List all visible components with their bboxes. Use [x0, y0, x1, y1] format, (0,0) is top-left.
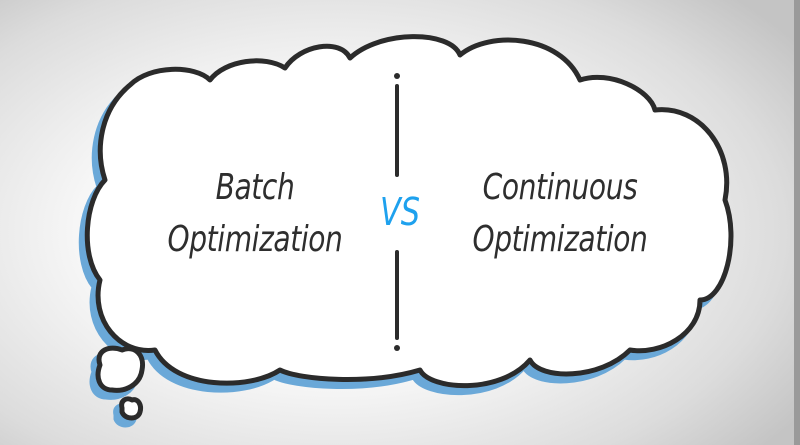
continuous-optimization-label: Continuous Optimization	[455, 162, 666, 266]
left-line1: Batch	[215, 167, 295, 208]
right-edge-bar	[794, 0, 800, 445]
right-line2: Optimization	[472, 219, 648, 260]
right-line1: Continuous	[482, 167, 638, 208]
left-line2: Optimization	[167, 219, 343, 260]
vs-label: VS	[380, 190, 421, 234]
divider-line	[394, 73, 400, 351]
batch-optimization-label: Batch Optimization	[158, 162, 353, 266]
